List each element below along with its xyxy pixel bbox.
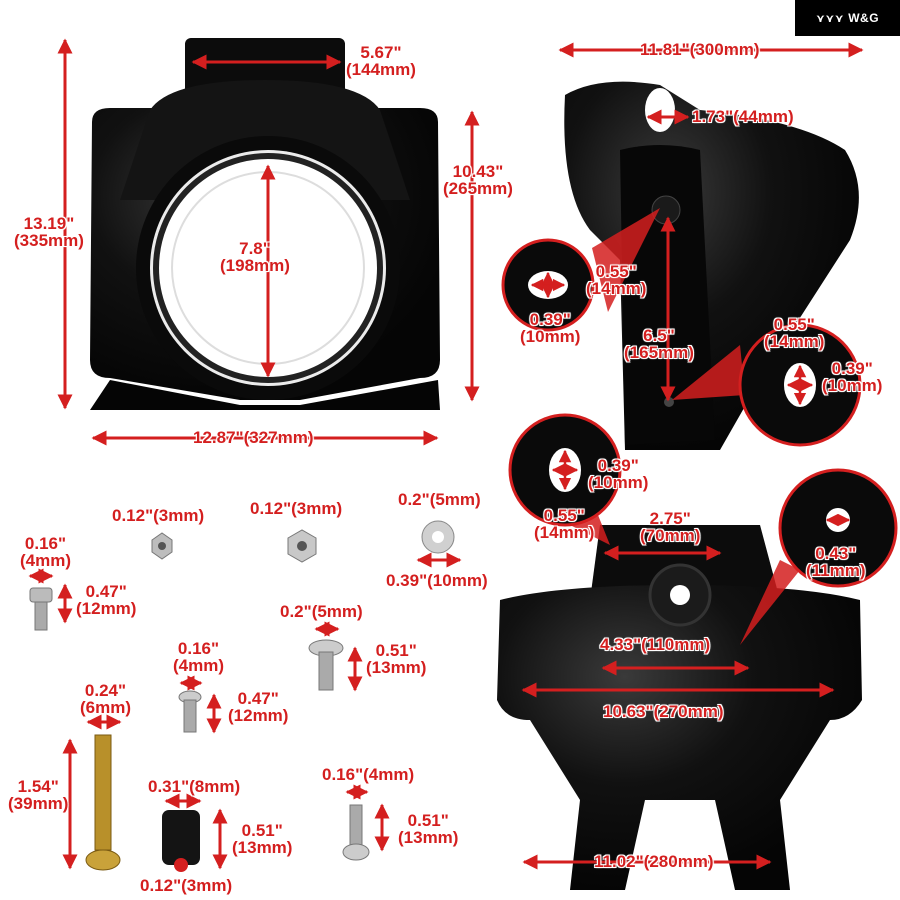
phillips-bolt-4mm-b bbox=[342, 804, 370, 861]
label-top-tab-width: 5.67"(144mm) bbox=[346, 43, 416, 79]
label-washer-inner: 0.2"(5mm) bbox=[398, 490, 481, 509]
label-nut-1: 0.12"(3mm) bbox=[112, 506, 205, 525]
dimension-lines bbox=[28, 38, 864, 870]
brand-badge: ⋎⋎⋎ W&G bbox=[795, 0, 900, 36]
washer bbox=[421, 520, 455, 554]
nut-small-1 bbox=[151, 532, 173, 560]
brand-mark-icon: ⋎⋎⋎ bbox=[815, 12, 845, 25]
label-slot-c-height: 0.39"(10mm) bbox=[588, 456, 649, 492]
nut-small-2 bbox=[287, 529, 317, 563]
label-well-nut-length: 0.51"(13mm) bbox=[232, 821, 293, 857]
label-long-bolt-diameter: 0.24"(6mm) bbox=[80, 681, 132, 717]
label-slot-b-height: 0.39"(10mm) bbox=[822, 359, 883, 395]
label-phillips-b-diameter: 0.16"(4mm) bbox=[322, 765, 415, 784]
socket-bolt-4mm bbox=[29, 587, 53, 631]
rear-fairing-part bbox=[497, 525, 862, 890]
label-washer-outer: 0.39"(10mm) bbox=[386, 571, 488, 590]
zoom-circle-slot-a bbox=[501, 208, 660, 332]
label-rear-bottom: 11.02"(280mm) bbox=[594, 852, 714, 871]
label-flat-bolt-diameter: 0.2"(5mm) bbox=[280, 602, 363, 621]
brand-name: W&G bbox=[848, 11, 880, 25]
hardware-set bbox=[29, 520, 455, 872]
front-fairing-part bbox=[90, 38, 440, 410]
label-rear-hole: 0.43"(11mm) bbox=[806, 544, 866, 580]
well-nut bbox=[162, 810, 200, 872]
label-phillips-a-length: 0.47"(12mm) bbox=[228, 689, 289, 725]
label-side-depth: 11.81"(300mm) bbox=[640, 40, 760, 59]
label-bolt-1-diameter: 0.16"(4mm) bbox=[20, 534, 72, 570]
phillips-bolt-4mm-a bbox=[178, 690, 202, 733]
flat-bolt-5mm bbox=[308, 639, 344, 691]
label-body-height: 10.43"(265mm) bbox=[443, 162, 513, 198]
label-phillips-a-diameter: 0.16"(4mm) bbox=[173, 639, 225, 675]
label-slot-b-width: 0.55"(14mm) bbox=[764, 315, 825, 351]
label-bolt-1-length: 0.47"(12mm) bbox=[76, 582, 137, 618]
label-rear-inner: 4.33"(110mm) bbox=[600, 635, 711, 654]
label-rear-tab: 2.75"(70mm) bbox=[640, 509, 701, 545]
label-flat-bolt-length: 0.51"(13mm) bbox=[366, 641, 427, 677]
label-well-nut-diameter: 0.31"(8mm) bbox=[148, 777, 241, 796]
long-brass-bolt bbox=[85, 734, 121, 871]
label-slot-a-height: 0.39"(10mm) bbox=[520, 310, 581, 346]
label-phillips-b-length: 0.51"(13mm) bbox=[398, 811, 459, 847]
label-side-height: 6.5"(165mm) bbox=[624, 326, 694, 362]
zoom-circle-slot-c bbox=[508, 413, 622, 545]
label-nut-2: 0.12"(3mm) bbox=[250, 499, 343, 518]
label-slot-c-width: 0.55"(14mm) bbox=[534, 506, 595, 542]
label-slot-top: 1.73"(44mm) bbox=[692, 107, 794, 126]
label-slot-a-width: 0.55"(14mm) bbox=[586, 262, 647, 298]
label-well-nut-head: 0.12"(3mm) bbox=[140, 876, 233, 895]
label-long-bolt-length: 1.54"(39mm) bbox=[8, 777, 69, 813]
zoom-circle-rear-hole bbox=[740, 468, 898, 645]
label-speaker-diameter: 7.8"(198mm) bbox=[220, 239, 290, 275]
label-rear-width: 10.63"(270mm) bbox=[603, 702, 724, 721]
label-front-width: 12.87"(327mm) bbox=[193, 428, 314, 447]
zoom-circle-slot-b bbox=[672, 323, 862, 447]
label-total-height: 13.19"(335mm) bbox=[14, 214, 84, 250]
